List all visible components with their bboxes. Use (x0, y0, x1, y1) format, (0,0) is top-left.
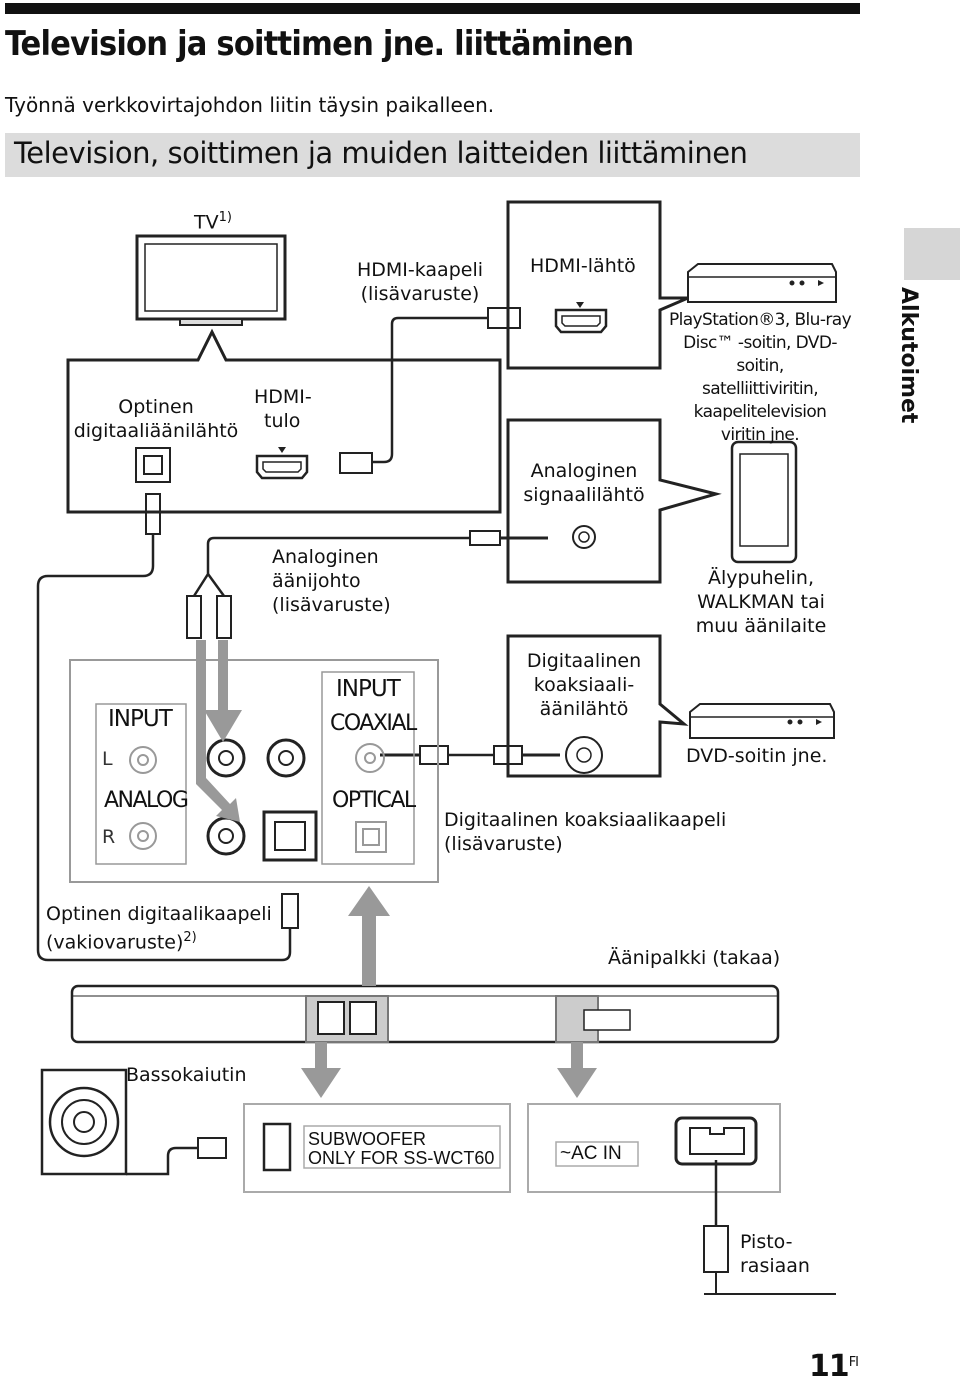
analog-out-label: Analoginen signaalilähtö (523, 460, 645, 506)
dvd-label: DVD-soitin jne. (686, 745, 828, 767)
analog-input-group (95, 703, 187, 865)
section-title: Television, soittimen ja muiden laitteid… (14, 136, 748, 170)
page-title: Television ja soittimen jne. liittäminen (5, 24, 634, 64)
ac-in-label: ~AC IN (560, 1143, 622, 1164)
optical-label: OPTICAL (332, 788, 416, 813)
dvd-callout (506, 634, 689, 778)
tv-optical-port-icon (135, 447, 171, 483)
page-number: 11FI (808, 1349, 859, 1384)
subwoofer-port-label: SUBWOOFER ONLY FOR SS-WCT60 (308, 1129, 495, 1168)
hdmi-cable (339, 307, 521, 474)
connection-arrows (196, 640, 597, 1098)
tv-optical-out-label: Optinen digitaaliäänilähtö (73, 396, 239, 442)
subwoofer-label: Bassokaiutin (126, 1064, 247, 1086)
analog-cable (186, 530, 548, 639)
analog-cable-label: Analoginen äänijohto (lisävaruste) (272, 546, 391, 616)
outlet-label: Pisto- rasiaan (740, 1231, 810, 1277)
input-label-coaxial: INPUT (336, 676, 401, 702)
tv-callout (66, 328, 502, 514)
bluray-player-icon (687, 263, 837, 303)
right-channel-label: R (102, 826, 116, 848)
ac-in-panel (527, 1103, 781, 1193)
player-hdmi-port-icon (554, 302, 608, 334)
analog-label: ANALOG (104, 788, 189, 813)
player-callout (506, 200, 689, 370)
section-bar (5, 133, 860, 177)
player-hdmi-out-label: HDMI-lähtö (530, 255, 636, 277)
coaxial-optical-group (321, 671, 415, 865)
subwoofer-icon (40, 1068, 227, 1176)
ac-inlet-icon (674, 1116, 758, 1166)
analog-out-jack-icon (572, 525, 596, 549)
page-subtitle: Työnnä verkkovirtajohdon liitin täysin p… (5, 93, 495, 117)
smartphone-label: Älypuhelin, WALKMAN tai muu äänilaite (695, 567, 827, 637)
coaxial-cable-label: Digitaalinen koaksiaalikaapeli (lisävaru… (444, 809, 727, 855)
side-tab (904, 228, 960, 280)
input-label-analog: INPUT (108, 706, 173, 732)
panel-jacks (129, 738, 387, 862)
header-rule (5, 3, 860, 14)
subwoofer-port-panel (243, 1103, 511, 1193)
tv-icon (135, 234, 287, 326)
optical-cable-label: Optinen digitaalikaapeli (vakiovaruste)2… (46, 903, 272, 954)
soundbar-icon (70, 984, 780, 1044)
hdmi-cable-label: HDMI-kaapeli (lisävaruste) (356, 259, 484, 305)
smartphone-callout (506, 418, 722, 584)
rear-panel (69, 659, 439, 883)
left-channel-label: L (102, 748, 113, 770)
power-cord (703, 1160, 836, 1295)
dvd-player-icon (689, 703, 835, 739)
coaxial-cable (380, 745, 560, 765)
tv-hdmi-port-icon (255, 447, 309, 480)
player-device-list: PlayStation®3, Blu-ray Disc™ -soitin, DV… (668, 310, 852, 445)
subwoofer-port-icon (262, 1122, 292, 1172)
coaxial-out-label: Digitaalinen koaksiaali- äänilähtö (526, 650, 642, 720)
soundbar-label: Äänipalkki (takaa) (608, 947, 781, 969)
coaxial-out-jack-icon (565, 736, 603, 774)
coaxial-label: COAXIAL (330, 711, 417, 736)
smartphone-icon (730, 440, 798, 564)
optical-cable (36, 493, 299, 962)
side-tab-label: Alkutoimet (896, 287, 921, 424)
tv-label: TV1) (194, 210, 232, 234)
tv-hdmi-in-label: HDMI- tulo (254, 386, 312, 432)
